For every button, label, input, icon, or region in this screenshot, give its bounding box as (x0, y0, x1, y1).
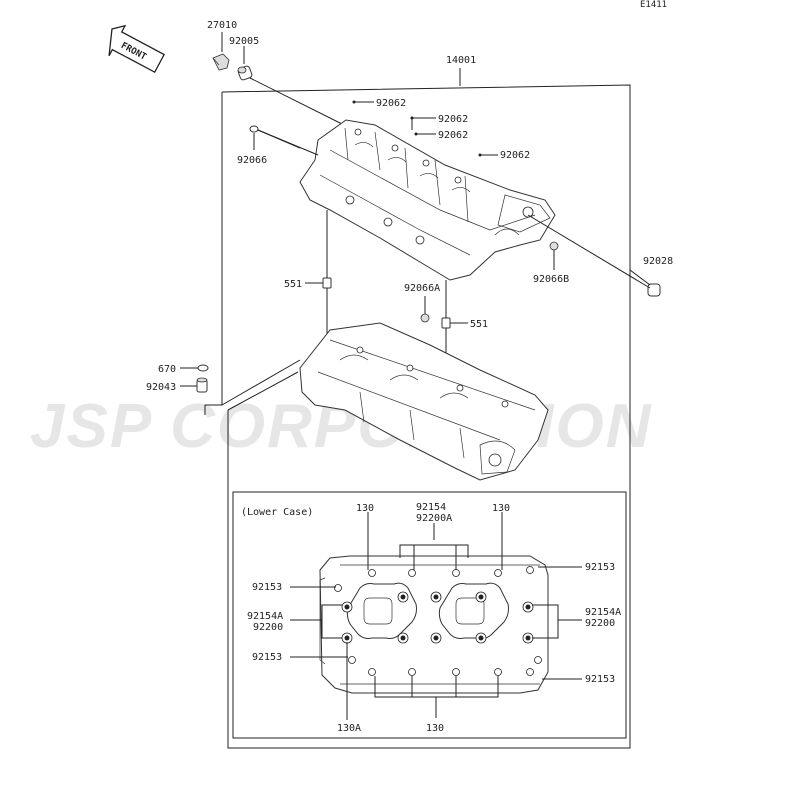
label-92200a-top: 92200A (416, 513, 452, 524)
part-92066a-plug (420, 313, 430, 323)
label-130-top-left: 130 (356, 503, 374, 514)
main-bearing-bolts (341, 591, 534, 644)
part-92005-fitting (237, 65, 253, 81)
lower-crankcase (299, 322, 549, 481)
label-92043: 92043 (146, 382, 176, 393)
label-92062-b: 92062 (438, 114, 468, 125)
part-92066-plug (249, 125, 259, 133)
label-92154a-left: 92154A (247, 611, 283, 622)
label-92153-right-top: 92153 (585, 562, 615, 573)
part-551-dowel-right (441, 317, 451, 329)
part-92043-nozzle (196, 377, 208, 393)
label-551-right: 551 (470, 319, 488, 330)
label-670: 670 (158, 364, 176, 375)
label-92154a-right: 92154A (585, 607, 621, 618)
label-130a-bottom: 130A (337, 723, 361, 734)
diagram-code: E1411 (640, 0, 667, 10)
label-27010: 27010 (207, 20, 237, 31)
label-92154-top: 92154 (416, 502, 446, 513)
label-551-left: 551 (284, 279, 302, 290)
leaders-92062 (352, 100, 498, 157)
lower-leaders (290, 512, 582, 720)
label-92066b: 92066B (533, 274, 569, 285)
label-92028: 92028 (643, 256, 673, 267)
label-92062-c: 92062 (438, 130, 468, 141)
part-670-o-ring (197, 364, 209, 372)
label-92200-left: 92200 (253, 622, 283, 633)
label-92200-right: 92200 (585, 618, 615, 629)
label-92062-d: 92062 (500, 150, 530, 161)
label-130-top-right: 130 (492, 503, 510, 514)
lower-case-title: (Lower Case) (241, 507, 313, 518)
part-92066b-plug (549, 241, 559, 251)
label-92005: 92005 (229, 36, 259, 47)
label-92153-right-bottom: 92153 (585, 674, 615, 685)
label-14001: 14001 (446, 55, 476, 66)
label-92062-a: 92062 (376, 98, 406, 109)
upper-crankcase (299, 119, 556, 281)
perimeter-bolts (334, 566, 542, 676)
part-92028-plug (647, 283, 661, 297)
label-92153-left-bottom: 92153 (252, 652, 282, 663)
label-92066a: 92066A (404, 283, 440, 294)
label-92153-left-top: 92153 (252, 582, 282, 593)
front-arrow-icon: FRONT (108, 24, 165, 74)
assembly-frame (204, 68, 631, 749)
lower-case-inset: (Lower Case) (232, 491, 627, 739)
part-27010-sensor (212, 53, 230, 71)
label-130-bottom: 130 (426, 723, 444, 734)
label-92066: 92066 (237, 155, 267, 166)
part-551-dowel-left (322, 277, 332, 289)
